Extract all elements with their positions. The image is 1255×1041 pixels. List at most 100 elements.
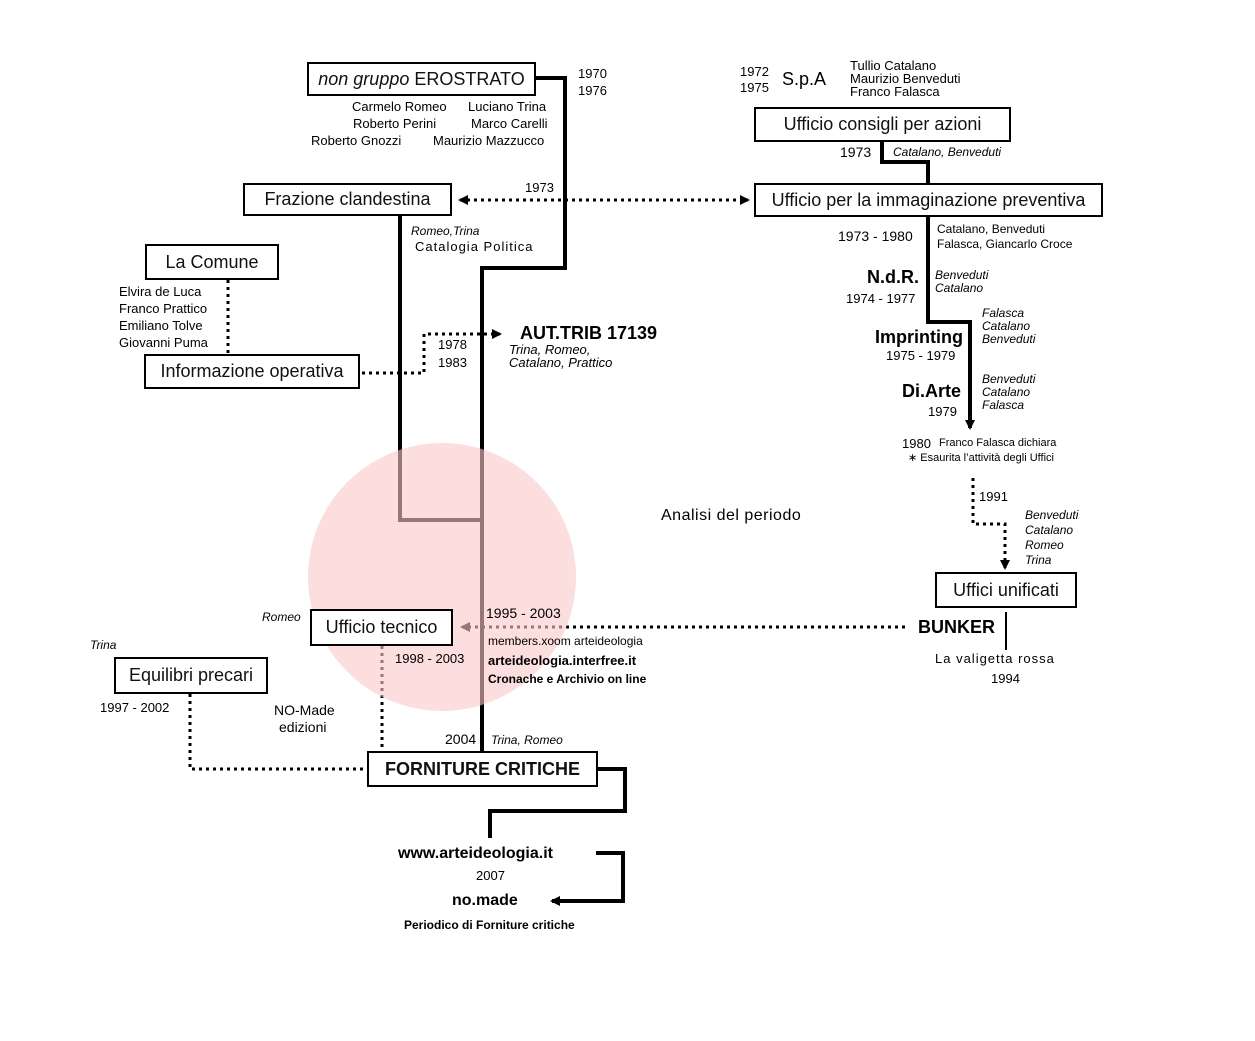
erostrato-member: Roberto Perini (353, 116, 437, 131)
ufficio-immaginazione-years: 1973 - 1980 (838, 228, 913, 244)
equilibri-years: 1997 - 2002 (100, 700, 170, 715)
aut-trib-members: Catalano, Prattico (509, 355, 613, 370)
la-comune-member: Franco Prattico (119, 301, 208, 316)
bunker-subtitle: La valigetta rossa (935, 651, 1055, 666)
aut-trib-label: AUT.TRIB 17139 (520, 323, 658, 343)
forniture-label: FORNITURE CRITICHE (385, 758, 580, 779)
falasca-note-year: 1980 (902, 436, 931, 451)
bunker-year: 1994 (991, 671, 1020, 686)
uffici-unificati-year: 1991 (979, 489, 1008, 504)
ufficio-consigli-year: 1973 (840, 144, 872, 160)
ufficio-tecnico-link[interactable]: members.xoom arteideologia (488, 634, 643, 648)
aut-trib-members: Trina, Romeo, (509, 342, 591, 357)
uffici-unificati-member: Romeo (1025, 538, 1064, 552)
ufficio-tecnico-label: Ufficio tecnico (325, 617, 438, 637)
imprinting-member: Catalano (982, 319, 1031, 333)
la-comune-member: Emiliano Tolve (119, 318, 203, 333)
uffici-unificati-member: Catalano (1025, 523, 1074, 537)
ufficio-tecnico-link: Cronache e Archivio on line (488, 672, 647, 686)
frazione-box: Frazione clandestina (243, 183, 452, 216)
imprinting-years: 1975 - 1979 (886, 348, 956, 363)
ndr-member: Catalano (935, 281, 984, 295)
falasca-note-line1: Franco Falasca dichiara (939, 437, 1057, 449)
spa-member: Franco Falasca (850, 84, 940, 99)
info-operativa-label: Informazione operativa (160, 361, 344, 381)
spa-member: Tullio Catalano (850, 58, 937, 73)
spa-label: S.p.A (782, 69, 827, 89)
diarte-member: Benveduti (982, 372, 1036, 386)
ufficio-tecnico-link[interactable]: arteideologia.interfree.it (488, 653, 637, 668)
imprinting-label: Imprinting (875, 327, 963, 347)
ufficio-tecnico-member: Romeo (262, 610, 301, 624)
spa-year-start: 1972 (740, 64, 769, 79)
nomade-edizioni-line1: NO-Made (274, 702, 335, 718)
imprinting-member: Falasca (982, 306, 1025, 320)
website-nomade-line (550, 851, 625, 906)
uffici-timeline (880, 142, 975, 430)
equilibri-member: Trina (90, 638, 117, 652)
analisi-label[interactable]: Analisi del periodo (661, 507, 802, 524)
ufficio-consigli-label: Ufficio consigli per azioni (783, 114, 982, 134)
info-operativa-link (362, 329, 502, 375)
frazione-year: 1973 (525, 180, 554, 195)
info-operativa-box: Informazione operativa (144, 354, 360, 389)
diarte-label: Di.Arte (902, 381, 962, 401)
info-operativa-year-end: 1983 (438, 355, 467, 370)
uffici-unificati-member: Trina (1025, 553, 1052, 567)
nomade-label: no.made (452, 892, 518, 909)
ndr-years: 1974 - 1977 (846, 291, 916, 306)
ufficio-immaginazione-member: Catalano, Benveduti (937, 222, 1046, 236)
erostrato-member: Marco Carelli (471, 116, 548, 131)
uffici-1991-link (971, 478, 1010, 570)
nomade-edizioni-line2: edizioni (279, 719, 327, 735)
ndr-member: Benveduti (935, 268, 989, 282)
frazione-members: Romeo,Trina (411, 224, 480, 238)
frazione-label: Frazione clandestina (264, 189, 431, 209)
uffici-unificati-member: Benveduti (1025, 508, 1079, 522)
imprinting-member: Benveduti (982, 332, 1036, 346)
catalogia-politica: Catalogia Politica (415, 239, 534, 254)
falasca-note-line2: ∗ Esaurita l’attività degli Uffici (908, 452, 1054, 464)
equilibri-box: Equilibri precari (114, 657, 268, 694)
spa-member: Maurizio Benveduti (850, 71, 961, 86)
forniture-website-line (488, 767, 627, 838)
erostrato-member: Carmelo Romeo (352, 99, 447, 114)
la-comune-member: Elvira de Luca (119, 284, 202, 299)
diarte-year: 1979 (928, 404, 957, 419)
website-label[interactable]: www.arteideologia.it (398, 845, 553, 862)
uffici-unificati-box: Uffici unificati (935, 572, 1077, 608)
ufficio-tecnico-years: 1995 - 2003 (486, 605, 561, 621)
forniture-year: 2004 (445, 731, 477, 747)
erostrato-member: Roberto Gnozzi (311, 133, 402, 148)
erostrato-label-italic: non gruppo (318, 68, 410, 89)
nomade-subtitle: Periodico di Forniture critiche (404, 918, 575, 932)
ndr-label: N.d.R. (867, 267, 919, 287)
highlight-circle (308, 443, 576, 711)
bunker-label: BUNKER (918, 617, 996, 637)
forniture-box: FORNITURE CRITICHE (367, 751, 598, 787)
erostrato-box: non gruppo EROSTRATO (307, 62, 536, 96)
erostrato-timeline (480, 76, 567, 760)
ufficio-immaginazione-box: Ufficio per la immaginazione preventiva (754, 183, 1103, 217)
la-comune-label: La Comune (165, 251, 259, 272)
ufficio-immaginazione-label: Ufficio per la immaginazione preventiva (771, 189, 1086, 210)
ufficio-immaginazione-member: Falasca, Giancarlo Croce (937, 237, 1073, 251)
website-year: 2007 (476, 868, 505, 883)
erostrato-year-end: 1976 (578, 83, 607, 98)
equilibri-label: Equilibri precari (128, 665, 254, 685)
forniture-members: Trina, Romeo (491, 733, 563, 747)
erostrato-year-start: 1970 (578, 66, 607, 81)
ufficio-consigli-members: Catalano, Benveduti (893, 145, 1002, 159)
ufficio-tecnico-box: Ufficio tecnico (310, 609, 453, 646)
info-operativa-year-start: 1978 (438, 337, 467, 352)
diarte-member: Catalano (982, 385, 1031, 399)
ufficio-consigli-box: Ufficio consigli per azioni (754, 107, 1011, 142)
la-comune-member: Giovanni Puma (119, 335, 208, 350)
uffici-unificati-label: Uffici unificati (953, 579, 1059, 600)
ufficio-tecnico-years2: 1998 - 2003 (395, 651, 465, 666)
diarte-member: Falasca (982, 398, 1025, 412)
erostrato-label: EROSTRATO (414, 68, 525, 89)
erostrato-member: Maurizio Mazzucco (433, 133, 545, 148)
spa-year-end: 1975 (740, 80, 769, 95)
